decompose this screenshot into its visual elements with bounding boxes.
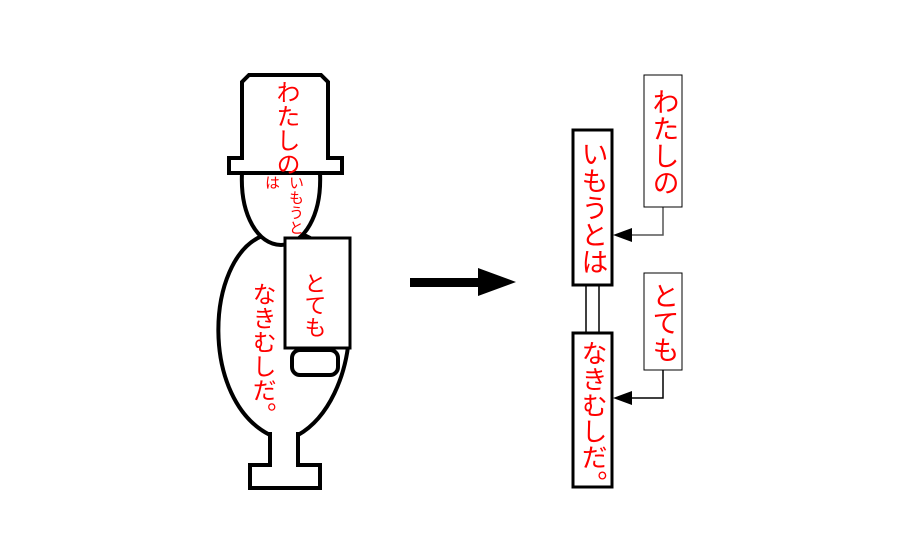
apron-text: とても (301, 272, 326, 338)
hat-shape (227, 73, 344, 175)
head-shape (239, 171, 323, 248)
box-top-right-text: わたしの (648, 88, 679, 196)
box-bottom-left-text: なきむしだ。 (577, 340, 607, 496)
box-bottom-right (643, 272, 683, 371)
character-figure (216, 73, 352, 490)
head-text: いもうと (287, 175, 305, 235)
hat-text: わたしの (272, 80, 300, 176)
connector-lines (585, 207, 664, 399)
arrowhead-icon (613, 391, 632, 405)
legs-shape (248, 432, 322, 490)
transform-arrow-icon (410, 268, 516, 296)
arrowhead-icon (613, 228, 632, 242)
body-text: なきむしだ。 (248, 282, 276, 426)
apron-shape (283, 236, 352, 350)
box-top-left (571, 128, 614, 287)
box-top-left-text: いもうとは (577, 140, 608, 275)
belt-button-shape (290, 348, 340, 377)
box-bottom-right-text: とても (648, 282, 679, 363)
box-top-right (643, 74, 683, 208)
box-bottom-left (571, 331, 614, 489)
ha-text: は (263, 175, 281, 190)
